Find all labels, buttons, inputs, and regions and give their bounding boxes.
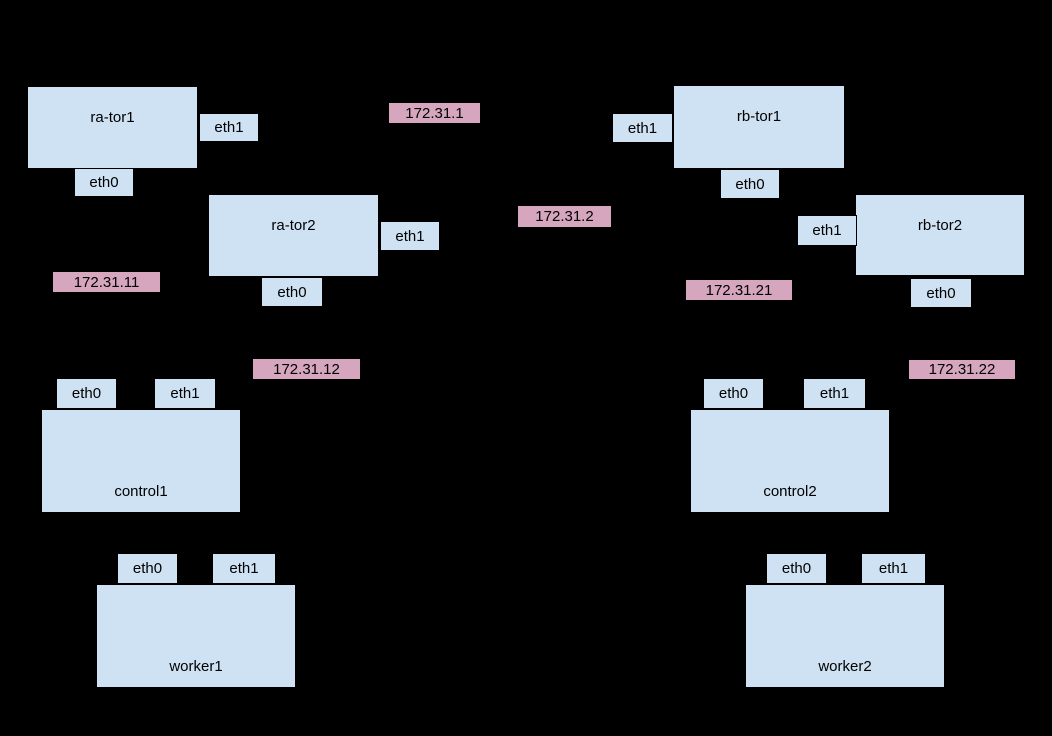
interface-ra-tor2-eth0: eth0 (261, 277, 323, 307)
interface-control1-eth0: eth0 (56, 378, 117, 409)
node-label: rb-tor1 (736, 108, 782, 125)
ip-label-172-31-1: 172.31.1 (389, 103, 480, 123)
node-ra-tor2: ra-tor2 (208, 194, 379, 277)
node-label: ra-tor1 (90, 109, 135, 126)
ip-label-172-31-11: 172.31.11 (53, 272, 160, 292)
node-label: worker1 (169, 658, 223, 675)
interface-rb-tor2-eth1: eth1 (797, 215, 857, 246)
ip-label-172-31-21: 172.31.21 (686, 280, 792, 300)
node-label: rb-tor2 (917, 217, 963, 234)
ip-label-172-31-12: 172.31.12 (253, 359, 360, 379)
interface-ra-tor2-eth1: eth1 (380, 221, 440, 251)
node-worker1: worker1 (96, 584, 296, 688)
node-ra-tor1: ra-tor1 (27, 86, 198, 169)
node-control1: control1 (41, 409, 241, 513)
interface-worker2-eth1: eth1 (861, 553, 926, 584)
interface-control2-eth1: eth1 (803, 378, 866, 409)
node-label: worker2 (818, 658, 872, 675)
node-control2: control2 (690, 409, 890, 513)
node-label: ra-tor2 (271, 217, 316, 234)
interface-worker1-eth0: eth0 (117, 553, 178, 584)
interface-rb-tor1-eth0: eth0 (720, 169, 780, 199)
node-label: control2 (763, 483, 817, 500)
ip-label-172-31-2: 172.31.2 (518, 206, 611, 227)
interface-worker2-eth0: eth0 (766, 553, 827, 584)
node-label: control1 (114, 483, 168, 500)
interface-control2-eth0: eth0 (703, 378, 764, 409)
interface-worker1-eth1: eth1 (212, 553, 276, 584)
interface-ra-tor1-eth1: eth1 (199, 113, 259, 142)
interface-ra-tor1-eth0: eth0 (74, 168, 134, 197)
node-rb-tor2: rb-tor2 (855, 194, 1025, 276)
node-rb-tor1: rb-tor1 (673, 85, 845, 169)
ip-label-172-31-22: 172.31.22 (909, 360, 1015, 379)
node-worker2: worker2 (745, 584, 945, 688)
interface-control1-eth1: eth1 (154, 378, 216, 409)
interface-rb-tor2-eth0: eth0 (910, 278, 972, 308)
interface-rb-tor1-eth1: eth1 (612, 113, 673, 143)
